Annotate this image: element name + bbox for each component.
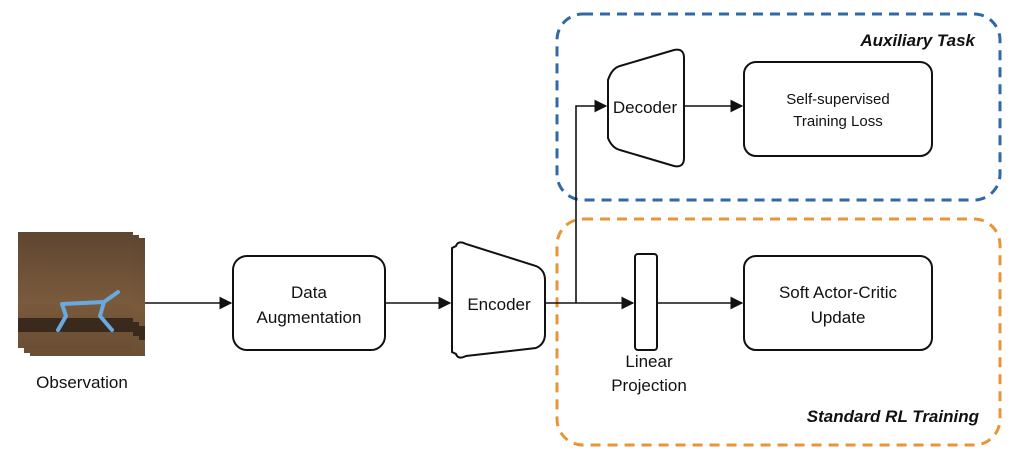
training-loss-box	[743, 61, 933, 157]
auxiliary-task-title: Auxiliary Task	[859, 31, 976, 50]
encoder-shape	[451, 241, 546, 359]
linear-projection-bar	[634, 253, 658, 351]
auxiliary-task-group	[555, 12, 1002, 202]
observation-image	[18, 232, 145, 356]
observation-label: Observation	[36, 373, 128, 392]
decoder-label: Decoder	[613, 98, 678, 117]
data-augmentation-line-2: Augmentation	[257, 308, 362, 327]
sac-update-box	[743, 255, 933, 351]
observation-frame-front	[18, 232, 133, 348]
training-loss-line-1: Self-supervised	[786, 91, 889, 108]
data-augmentation-box	[232, 255, 386, 351]
encoder-label: Encoder	[467, 295, 531, 314]
standard-rl-training-title: Standard RL Training	[807, 407, 980, 426]
linear-projection-line-2: Projection	[611, 376, 687, 395]
linear-projection-line-1: Linear	[625, 352, 673, 371]
standard-rl-training-group	[555, 217, 1002, 447]
sac-update-line-2: Update	[811, 308, 866, 327]
walker-figure	[56, 290, 120, 332]
sac-update-line-1: Soft Actor-Critic	[779, 283, 898, 302]
decoder-shape	[607, 48, 685, 168]
data-augmentation-line-1: Data	[291, 283, 327, 302]
arrow-encoder-to-decoder	[575, 99, 608, 303]
training-loss-line-2: Training Loss	[793, 113, 883, 130]
